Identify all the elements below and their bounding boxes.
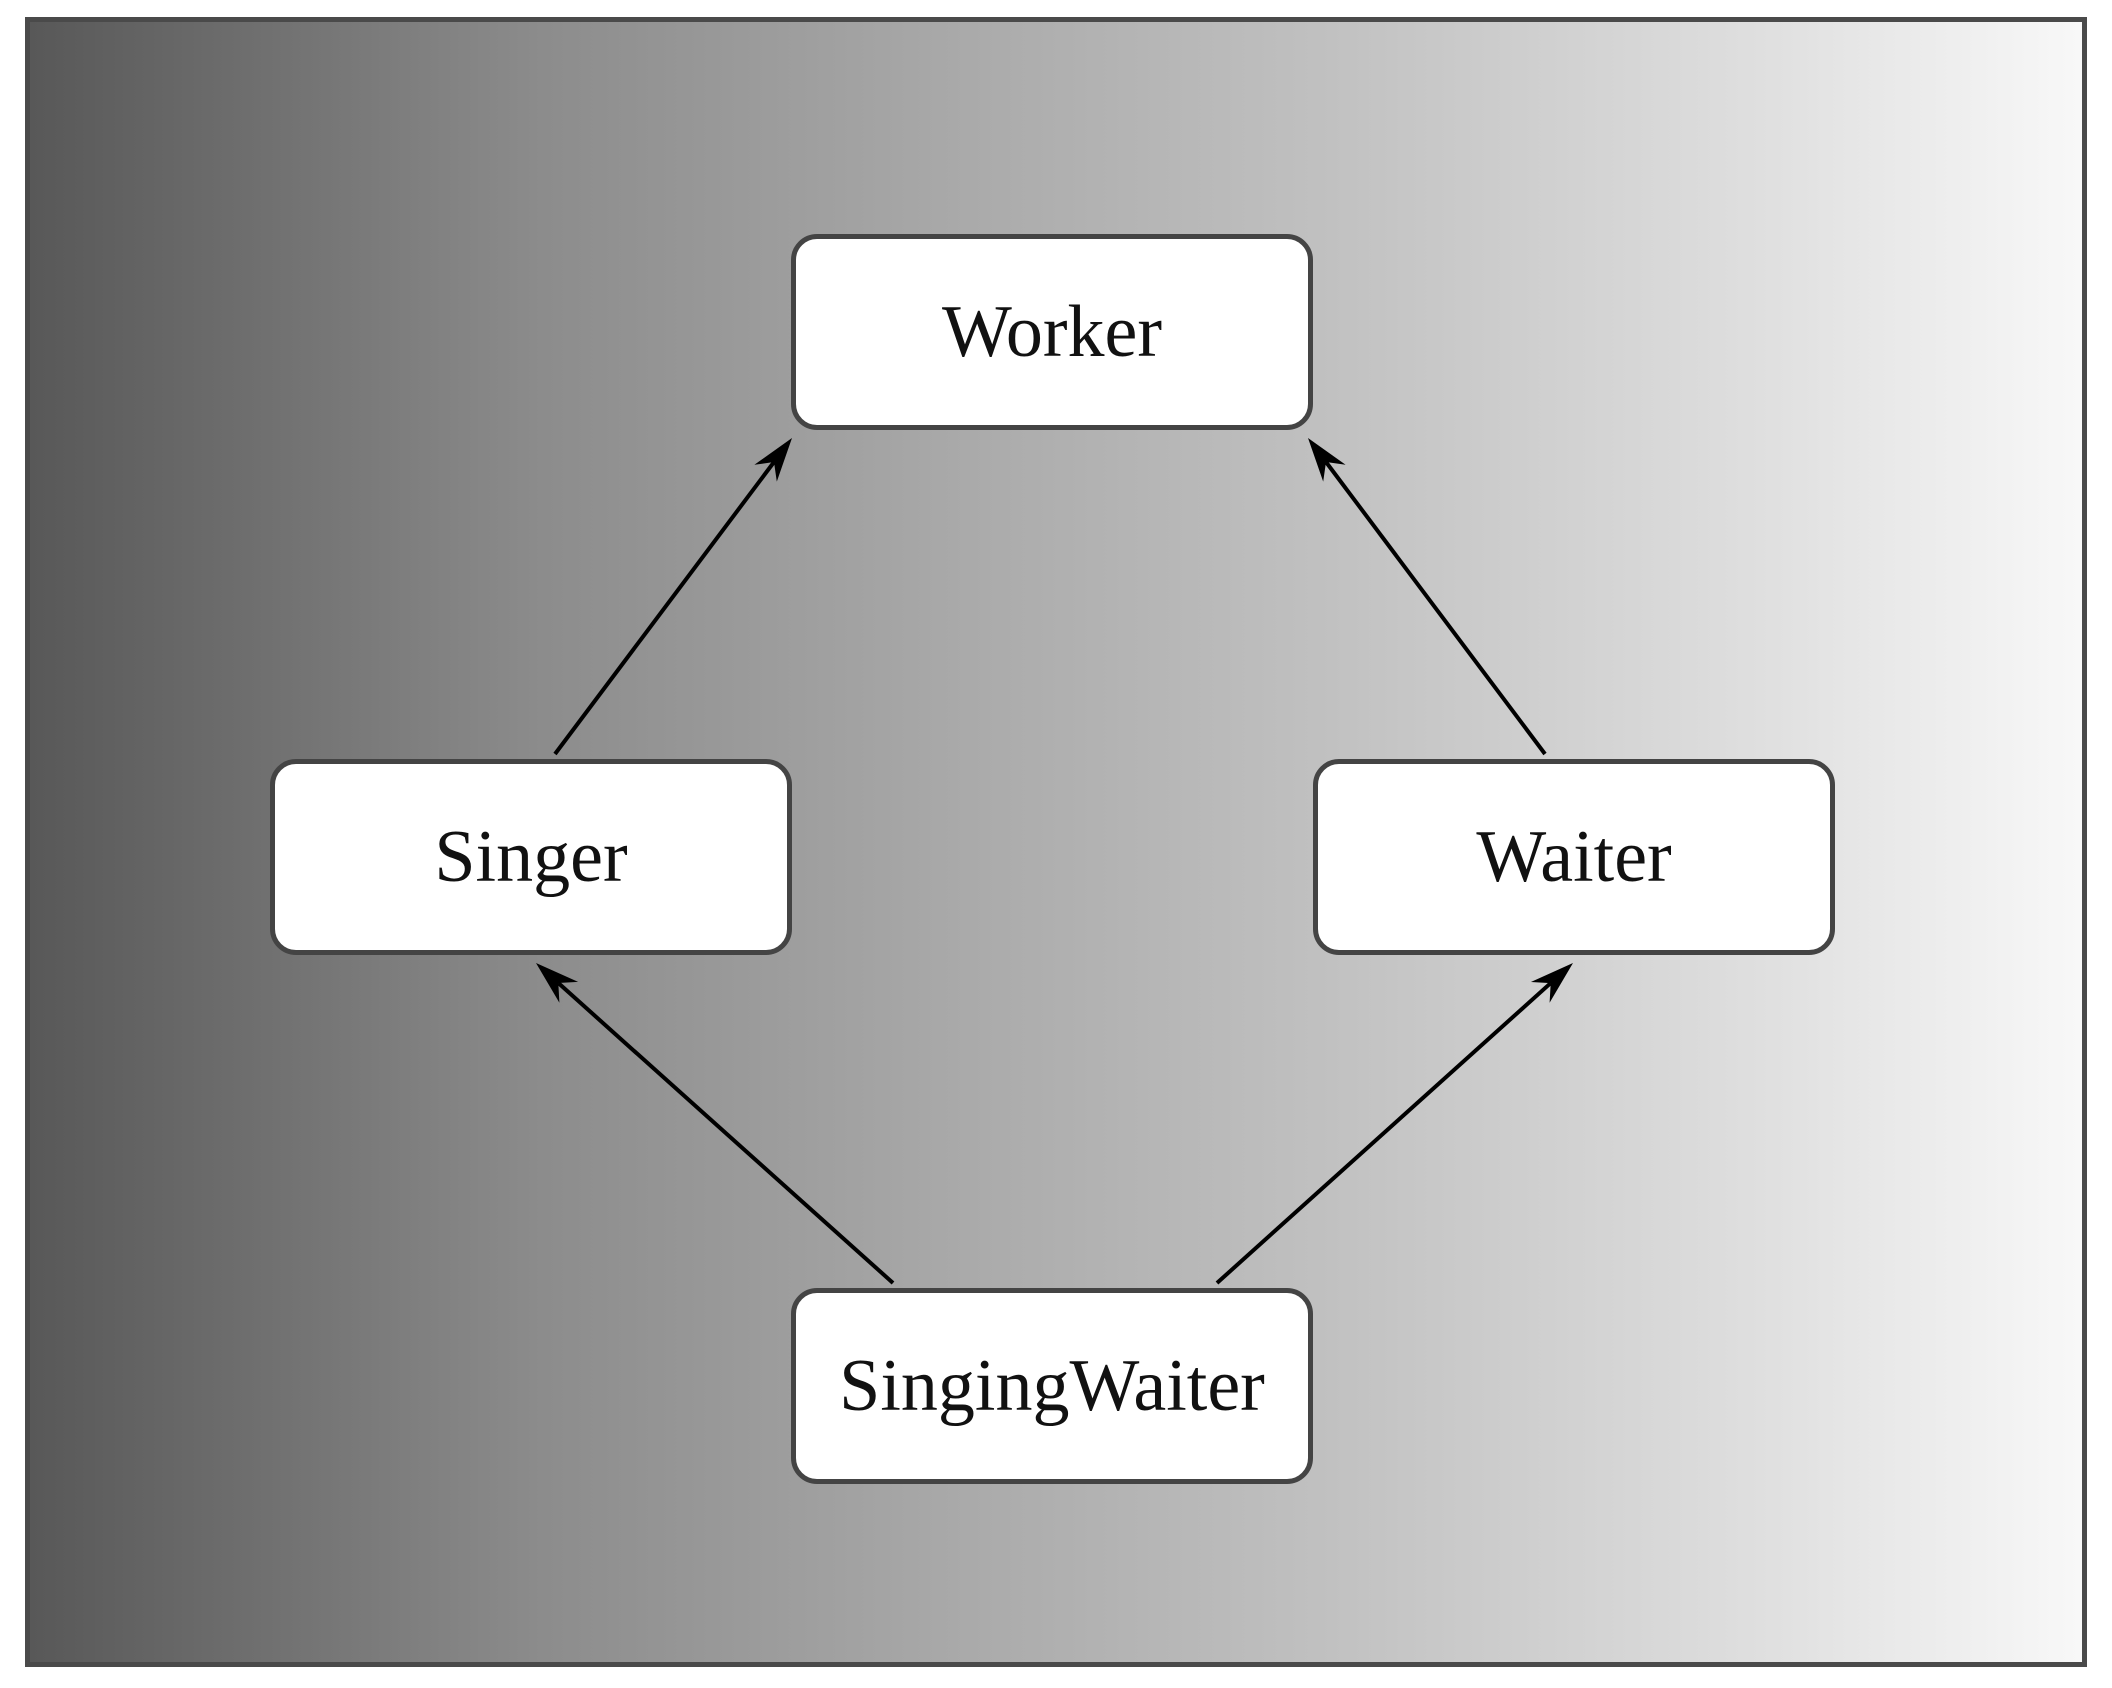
arrow-line-singingwaiter-to-singer: [557, 981, 895, 1285]
class-node-worker[interactable]: Worker: [791, 234, 1313, 430]
class-node-waiter[interactable]: Waiter: [1313, 759, 1835, 955]
arrow-line-singingwaiter-to-waiter: [1215, 981, 1553, 1285]
class-label-singer: Singer: [434, 815, 628, 898]
class-node-singer[interactable]: Singer: [270, 759, 792, 955]
arrowhead-singer-to-worker: [754, 438, 792, 482]
arrowhead-singingwaiter-to-singer: [536, 963, 579, 1003]
arrowhead-singingwaiter-to-waiter: [1530, 963, 1573, 1003]
arrowhead-waiter-to-worker: [1308, 438, 1346, 482]
arrow-line-singer-to-worker: [553, 460, 776, 756]
class-label-singingwaiter: SingingWaiter: [839, 1344, 1265, 1427]
class-label-waiter: Waiter: [1476, 815, 1672, 898]
arrow-line-waiter-to-worker: [1324, 460, 1547, 756]
class-node-singingwaiter[interactable]: SingingWaiter: [791, 1288, 1313, 1484]
class-label-worker: Worker: [941, 290, 1163, 373]
